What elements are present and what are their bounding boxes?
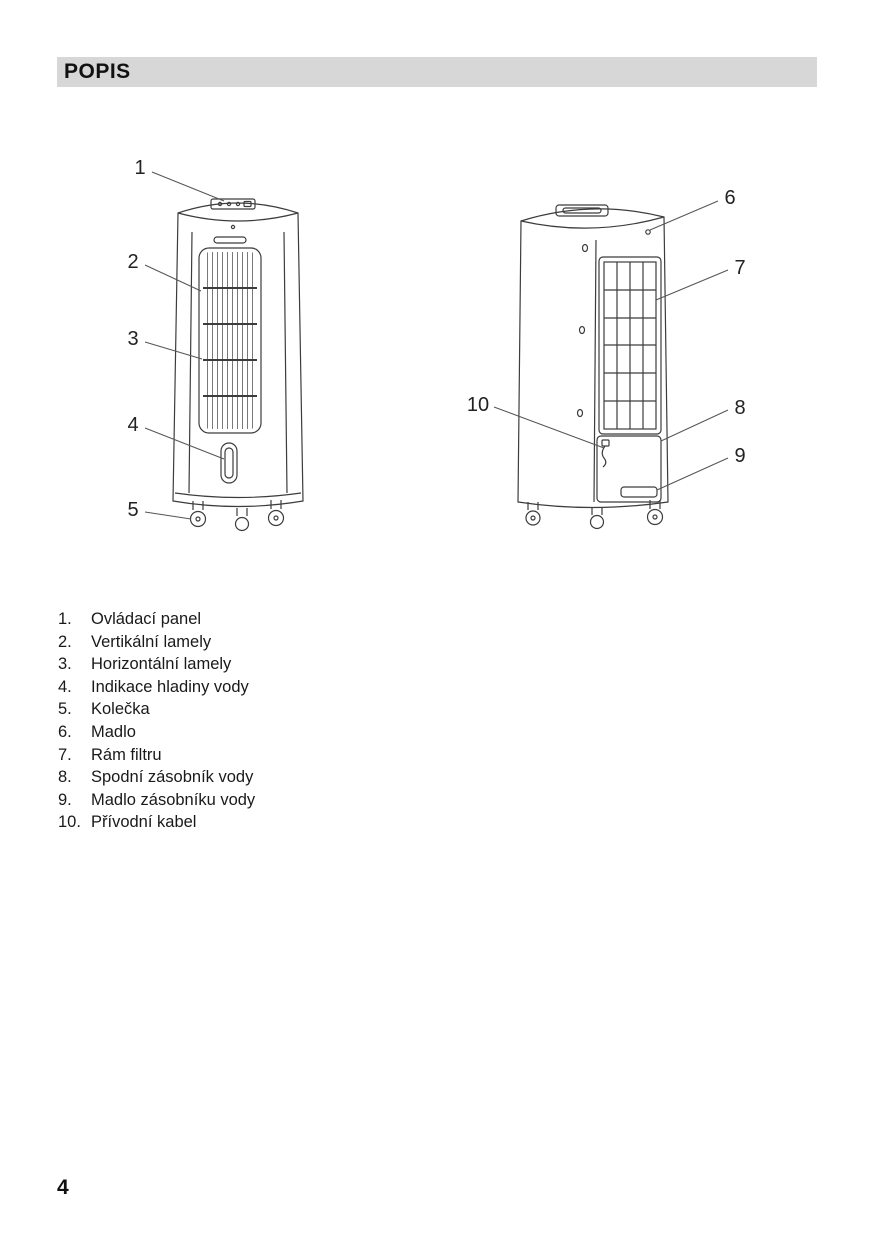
top-handle	[555, 204, 609, 217]
front-left-seam	[188, 231, 193, 494]
leader-5	[144, 511, 192, 520]
power-cable	[601, 439, 610, 468]
list-item: 7. Rám filtru	[58, 744, 255, 767]
part-label: Přívodní kabel	[91, 813, 197, 832]
part-label: Spodní zásobník vody	[91, 768, 254, 787]
screw-icon	[581, 243, 589, 253]
front-vent-slot	[213, 236, 247, 244]
rear-panel-seam	[593, 239, 597, 503]
part-label: Horizontální lamely	[91, 655, 232, 674]
leader-8	[660, 409, 729, 442]
leader-7	[655, 269, 729, 301]
list-item: 6. Madlo	[58, 721, 255, 744]
leader-4	[144, 427, 225, 460]
front-top-rim	[177, 212, 299, 222]
callout-number-8: 8	[734, 397, 745, 419]
rear-casters	[525, 500, 664, 530]
callout-number-9: 9	[734, 445, 745, 467]
screw-top-icon	[645, 229, 651, 235]
part-number: 4.	[58, 677, 72, 696]
part-number: 10.	[58, 813, 81, 832]
front-view-figure	[172, 198, 304, 532]
part-number: 3.	[58, 655, 72, 674]
list-item: 5. Kolečka	[58, 698, 255, 721]
front-right-seam	[283, 231, 288, 494]
callout-number-7: 7	[734, 257, 745, 279]
callout-number-3: 3	[127, 328, 138, 350]
list-item: 3. Horizontální lamely	[58, 653, 255, 676]
water-level-indicator	[220, 442, 238, 484]
list-item: 10. Přívodní kabel	[58, 811, 255, 834]
leader-6	[649, 200, 719, 231]
rear-body-outline	[517, 208, 669, 509]
screw-icon	[578, 325, 586, 335]
part-label: Ovládací panel	[91, 610, 202, 628]
list-item: 8. Spodní zásobník vody	[58, 766, 255, 789]
list-item: 2. Vertikální lamely	[58, 631, 255, 654]
page-number: 4	[57, 1176, 69, 1199]
list-item: 9. Madlo zásobníku vody	[58, 789, 255, 812]
list-item: 1. Ovládací panel	[58, 608, 255, 631]
callout-number-5: 5	[127, 499, 138, 521]
leader-3	[144, 341, 203, 360]
callout-number-1: 1	[134, 157, 145, 179]
part-number: 1.	[58, 610, 72, 628]
part-label: Madlo	[91, 722, 136, 741]
callout-number-6: 6	[724, 187, 735, 209]
parts-list: 1. Ovládací panel 2. Vertikální lamely 3…	[58, 608, 255, 834]
callout-number-10: 10	[467, 394, 489, 416]
parts-diagram: 1 2 3 4 5 6 7 8 9 10	[127, 157, 746, 532]
front-casters	[189, 500, 285, 532]
screw-icon	[576, 408, 584, 418]
part-number: 9.	[58, 790, 72, 809]
water-tank	[596, 435, 662, 503]
control-panel	[210, 198, 256, 230]
filter-frame	[598, 256, 662, 435]
leader-10	[493, 406, 605, 449]
front-base-seam	[174, 492, 302, 499]
callout-number-4: 4	[127, 414, 138, 436]
part-number: 2.	[58, 632, 72, 651]
leader-1	[151, 171, 225, 202]
section-title: POPIS	[64, 60, 131, 83]
front-grille	[198, 247, 262, 434]
part-label: Rám filtru	[91, 745, 162, 764]
rear-view-figure	[517, 204, 669, 530]
section-header: POPIS	[57, 57, 817, 87]
callout-number-2: 2	[127, 251, 138, 273]
part-label: Kolečka	[91, 700, 150, 719]
part-label: Indikace hladiny vody	[91, 677, 249, 696]
part-label: Vertikální lamely	[91, 632, 212, 651]
list-item: 4. Indikace hladiny vody	[58, 676, 255, 699]
leader-2	[144, 264, 202, 292]
part-number: 7.	[58, 745, 72, 764]
callout-leader-lines	[144, 171, 729, 520]
part-label: Madlo zásobníku vody	[91, 790, 256, 809]
callout-numbers: 1 2 3 4 5 6 7 8 9 10	[127, 157, 745, 521]
leader-9	[656, 457, 729, 491]
part-number: 6.	[58, 722, 72, 741]
part-number: 8.	[58, 768, 72, 787]
part-number: 5.	[58, 700, 72, 719]
rear-top-rim	[520, 216, 665, 229]
